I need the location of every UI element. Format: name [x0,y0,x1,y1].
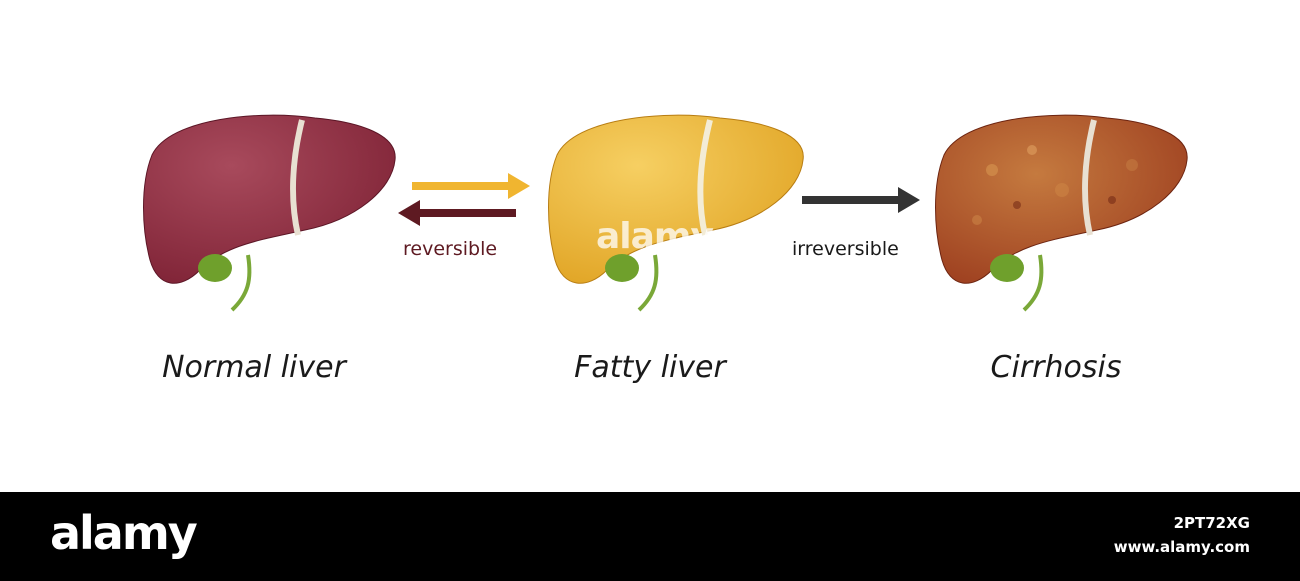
irreversible-label: irreversible [792,238,899,260]
diagram-canvas: reversible irreversible Normal liver Fat… [143,114,1188,385]
image-id: 2PT72XG [1173,514,1250,532]
fatty-liver-caption: Fatty liver [574,350,726,385]
alamy-logo: alamy [50,506,198,560]
cirrhosis-caption: Cirrhosis [990,350,1122,385]
normal-liver-image [143,114,396,312]
footer-bar: alamy 2PT72XG www.alamy.com [0,492,1300,581]
reversible-label: reversible [403,238,498,260]
reversible-arrows [398,173,530,226]
cirrhosis-liver-image [935,114,1188,312]
backward-arrow-icon [398,200,516,226]
forward-arrow-icon [412,173,530,199]
watermark-center: alamy [596,216,714,257]
fatty-liver-image [548,114,804,312]
footer-url: www.alamy.com [1113,538,1250,556]
irreversible-arrow-icon [802,187,920,213]
normal-liver-caption: Normal liver [162,350,346,385]
